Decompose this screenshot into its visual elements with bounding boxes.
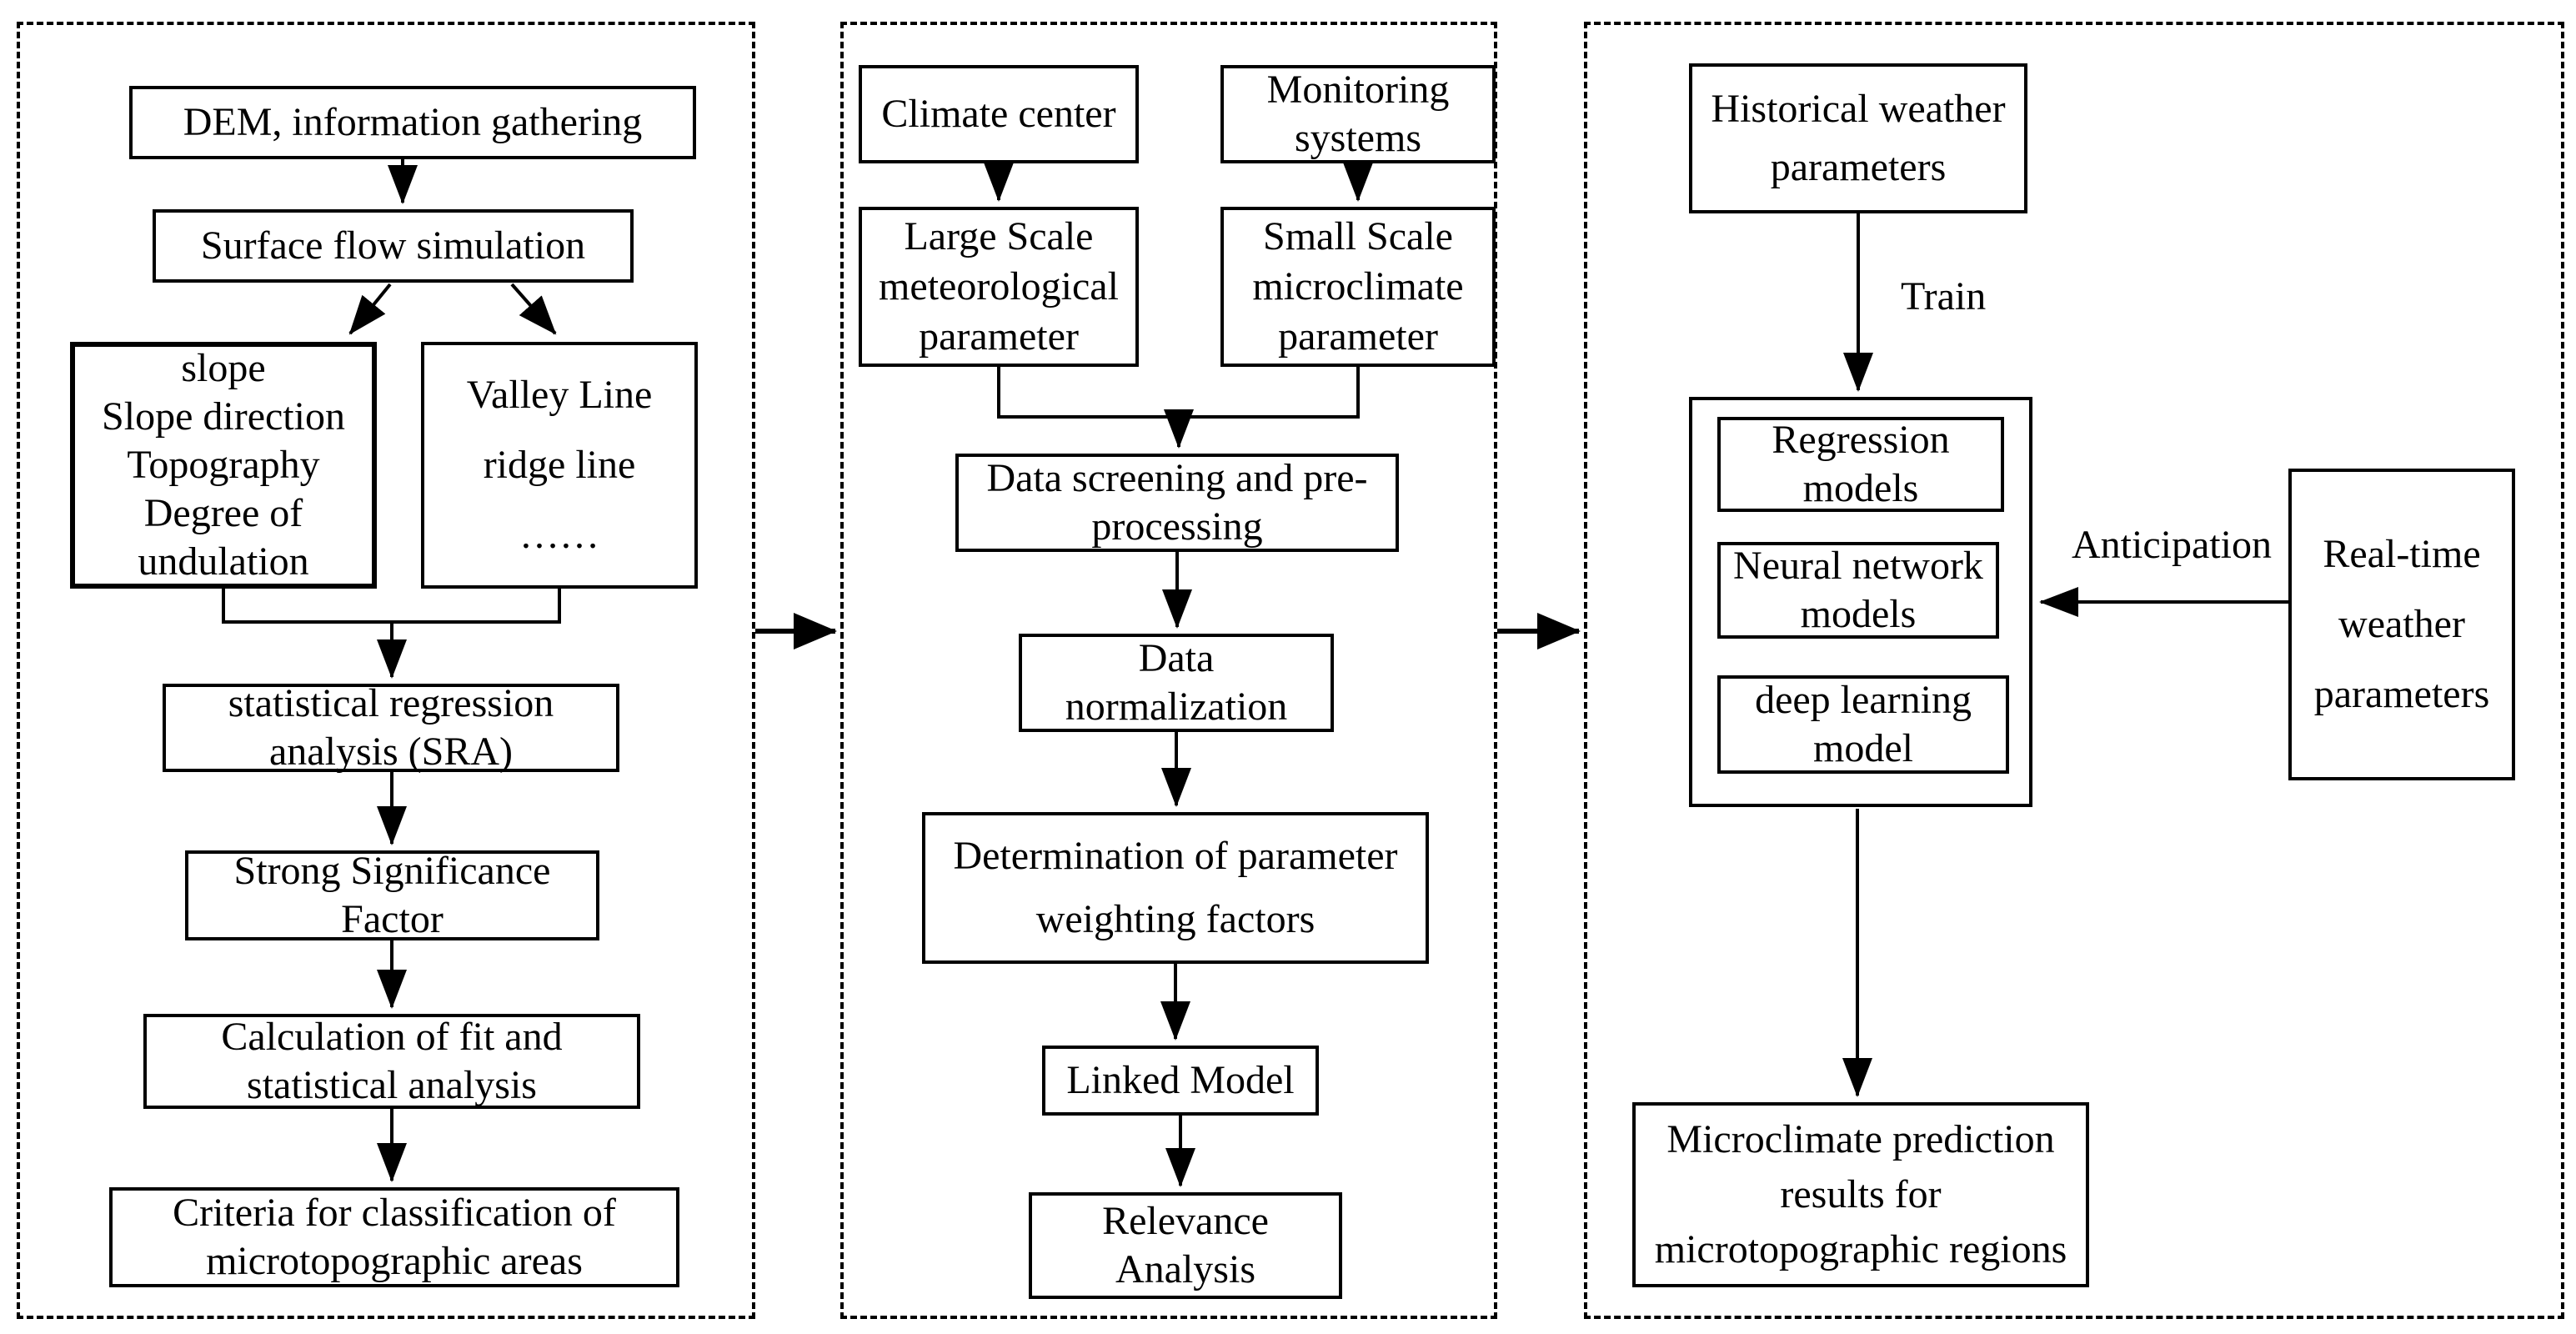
middle-panel [840,22,1497,1319]
box-relevance-analysis: Relevance Analysis [1029,1192,1342,1299]
box-terrain-factors: slope Slope direction Topography Degree … [70,342,377,589]
left-panel [17,22,755,1319]
box-neural-network-models: Neural network models [1717,542,1999,639]
box-linked-model: Linked Model [1042,1046,1319,1116]
box-classification-criteria: Criteria for classification of microtopo… [109,1187,679,1287]
box-deep-learning-model: deep learning model [1717,675,2009,774]
box-small-scale-microclimate: Small Scale microclimate parameter [1220,207,1496,367]
box-surface-flow-simulation: Surface flow simulation [153,209,634,283]
box-climate-center: Climate center [859,65,1139,163]
box-large-scale-meteorological: Large Scale meteorological parameter [859,207,1139,367]
box-regression-models: Regression models [1717,417,2004,512]
box-monitoring-systems: Monitoring systems [1220,65,1496,163]
box-microclimate-prediction-results: Microclimate prediction results for micr… [1632,1102,2089,1287]
anticipation-label: Anticipation [2072,523,2272,567]
arrow-surface-to-terrain [348,283,392,335]
box-valley-ridge-lines: Valley Line ridge line …… [421,342,698,589]
train-label: Train [1901,274,1987,318]
box-data-screening-preprocessing: Data screening and pre- processing [955,454,1399,552]
arrow-surface-to-valley [510,283,557,335]
right-panel [1584,22,2564,1319]
merge-terrain-valley [222,589,561,624]
box-data-normalization: Data normalization [1019,634,1334,732]
box-fit-calculation: Calculation of fit and statistical analy… [143,1014,640,1109]
box-strong-significance-factor: Strong Significance Factor [185,849,599,941]
box-statistical-regression-analysis: statistical regression analysis (SRA) [163,681,619,774]
box-historical-weather-parameters: Historical weather parameters [1689,63,2027,213]
box-realtime-weather-parameters: Real-time weather parameters [2288,469,2515,780]
box-parameter-weighting-factors: Determination of parameter weighting fac… [922,812,1429,964]
merge-large-small [997,367,1360,419]
box-dem-information-gathering: DEM, information gathering [129,86,696,159]
